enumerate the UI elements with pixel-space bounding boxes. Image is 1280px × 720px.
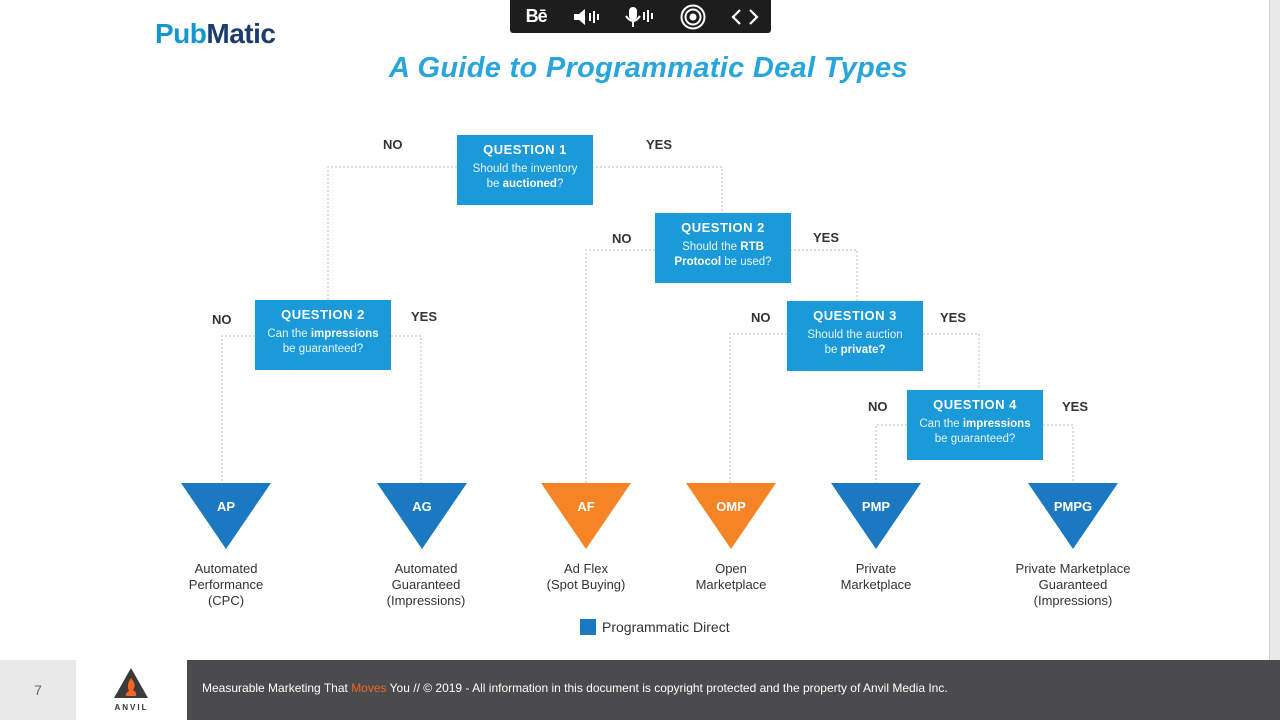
q2b-yes-label: YES: [813, 230, 840, 245]
question-2-guaranteed-title: QUESTION 2: [281, 307, 365, 322]
deal-ap-triangle: AP: [181, 483, 271, 549]
q4-yes-label: YES: [1062, 399, 1089, 414]
footer-bar: [0, 660, 1280, 720]
question-3-title: QUESTION 3: [813, 308, 897, 323]
deal-omp-code: OMP: [716, 499, 746, 514]
anvil-logo-mark: [114, 668, 148, 698]
question-2-rtb-title: QUESTION 2: [681, 220, 765, 235]
question-4-text: Can the impressions be guaranteed?: [919, 418, 1031, 445]
window-edge: [1269, 0, 1280, 720]
footer-copyright: Measurable Marketing That Moves You // ©…: [202, 681, 948, 695]
q2a-yes-label: YES: [411, 309, 438, 324]
deal-pmp-shape: [831, 483, 921, 549]
question-4-title: QUESTION 4: [933, 397, 1017, 412]
slide: [0, 0, 1270, 660]
deal-pmp-triangle: PMP: [831, 483, 921, 549]
deal-af-name: Ad Flex(Spot Buying): [546, 561, 626, 592]
pubmatic-logo: PubMatic: [155, 18, 276, 50]
behance-icon[interactable]: Bē: [516, 2, 556, 32]
slide-title: A Guide to Programmatic Deal Types: [389, 52, 908, 84]
q2b-no-label: NO: [612, 231, 632, 246]
question-1-title: QUESTION 1: [483, 142, 567, 157]
anvil-logo: ANVIL: [76, 660, 187, 720]
question-2-rtb-text: Should the RTB Protocol be used?: [674, 241, 772, 268]
deal-pmpg-shape: [1028, 483, 1118, 549]
q3-no-label: NO: [751, 310, 771, 325]
legend: Programmatic Direct: [580, 619, 730, 635]
deal-ap-code: AP: [216, 499, 236, 514]
deal-af-code: AF: [577, 499, 595, 514]
question-3-text: Should the auction be private?: [807, 329, 903, 356]
question-2-guaranteed-box: QUESTION 2 Can the impressions be guaran…: [255, 300, 391, 370]
deal-ag-code: AG: [412, 499, 432, 514]
legend-swatch: [580, 619, 596, 635]
anvil-logo-text: ANVIL: [114, 703, 149, 712]
question-3-box: QUESTION 3 Should the auction be private…: [787, 301, 923, 371]
deal-af-shape: [541, 483, 631, 549]
q4-no-label: NO: [868, 399, 888, 414]
deal-ap-shape: [181, 483, 271, 549]
deal-omp-shape: [686, 483, 776, 549]
q2a-no-label: NO: [212, 312, 232, 327]
question-2-guaranteed-text: Can the impressions be guaranteed?: [267, 328, 379, 355]
deal-pmpg-code: PMPG: [1053, 499, 1093, 514]
q1-no-label: NO: [383, 137, 403, 152]
broadcast-icon[interactable]: [673, 2, 713, 32]
q1-yes-label: YES: [646, 137, 673, 152]
logo-part-matic: Matic: [206, 18, 276, 49]
deal-omp-triangle: OMP: [686, 483, 776, 549]
deal-pmp-code: PMP: [861, 499, 891, 514]
deal-af-triangle: AF: [541, 483, 631, 549]
logo-part-pub: Pub: [155, 18, 207, 49]
q3-yes-label: YES: [940, 310, 967, 325]
question-1-box: QUESTION 1 Should the inventory be aucti…: [457, 135, 593, 205]
question-2-rtb-box: QUESTION 2 Should the RTB Protocol be us…: [655, 213, 791, 283]
behance-icon-text: Bē: [525, 6, 548, 26]
floating-toolbar: Bē: [510, 0, 771, 33]
code-brackets-icon[interactable]: [725, 2, 765, 32]
deal-pmpg-triangle: PMPG: [1028, 483, 1118, 549]
question-1-text: Should the inventory be auctioned?: [472, 163, 578, 190]
question-4-box: QUESTION 4 Can the impressions be guaran…: [907, 390, 1043, 460]
deal-ag-shape: [377, 483, 467, 549]
flowchart-connectors: [221, 166, 1074, 483]
legend-label: Programmatic Direct: [602, 619, 730, 635]
speaker-icon[interactable]: [568, 2, 608, 32]
page-number: 7: [0, 660, 76, 720]
deal-ag-triangle: AG: [377, 483, 467, 549]
microphone-icon[interactable]: [620, 2, 660, 32]
